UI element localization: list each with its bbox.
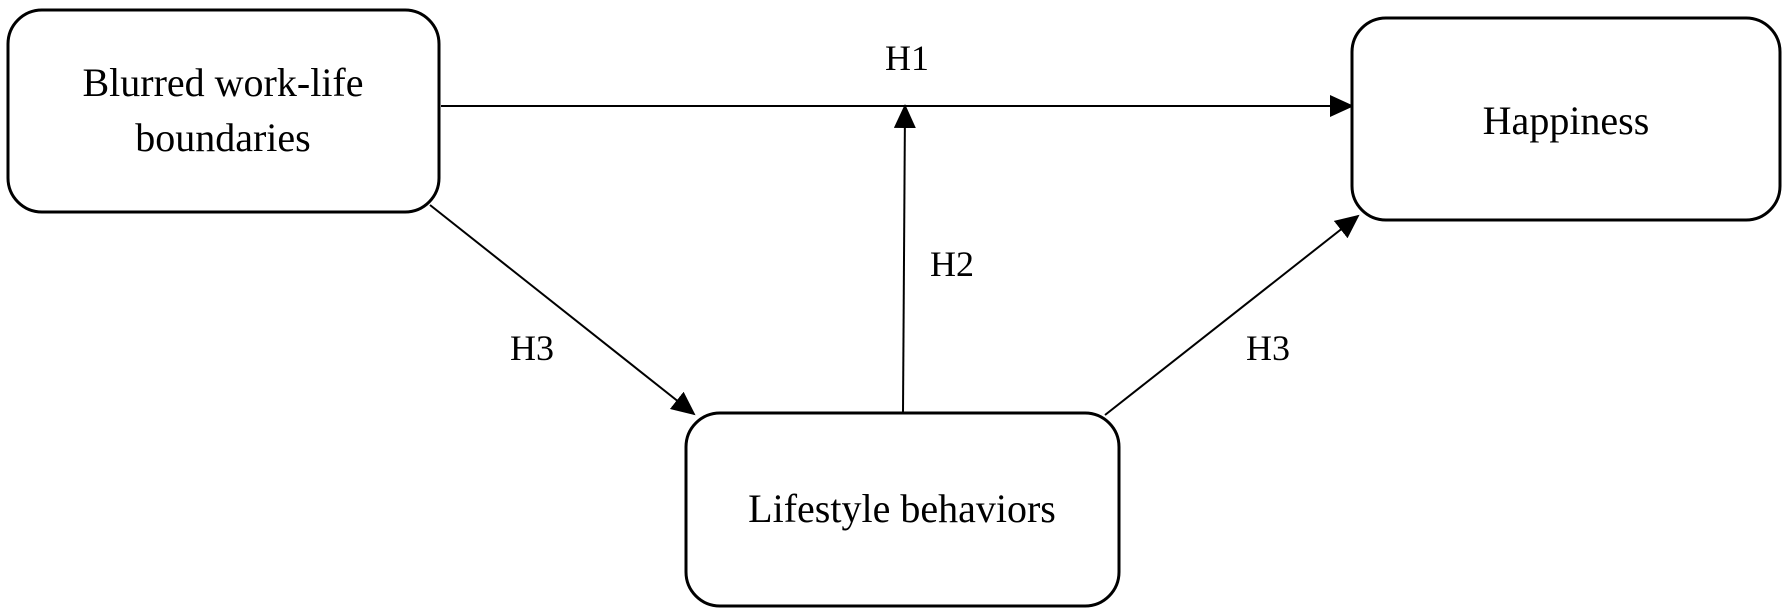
node-blurred-label-line2: boundaries [135,115,311,160]
edge-h2-arrow [893,104,916,413]
node-blurred-work-life-boundaries: Blurred work-life boundaries [6,8,441,214]
node-happiness-label: Happiness [1483,98,1650,143]
edge-label-h3-right: H3 [1246,328,1290,368]
edge-label-h3-left: H3 [510,328,554,368]
node-blurred-label-line1: Blurred work-life [82,60,363,105]
edge-label-h2: H2 [930,244,974,284]
node-happiness: Happiness [1350,16,1782,222]
edge-h3-left-arrow [429,204,696,416]
node-lifestyle-behaviors: Lifestyle behaviors [684,411,1121,608]
node-lifestyle-label: Lifestyle behaviors [748,486,1056,531]
edge-label-h1: H1 [885,38,929,78]
edge-h3-right-arrow [1104,214,1360,416]
